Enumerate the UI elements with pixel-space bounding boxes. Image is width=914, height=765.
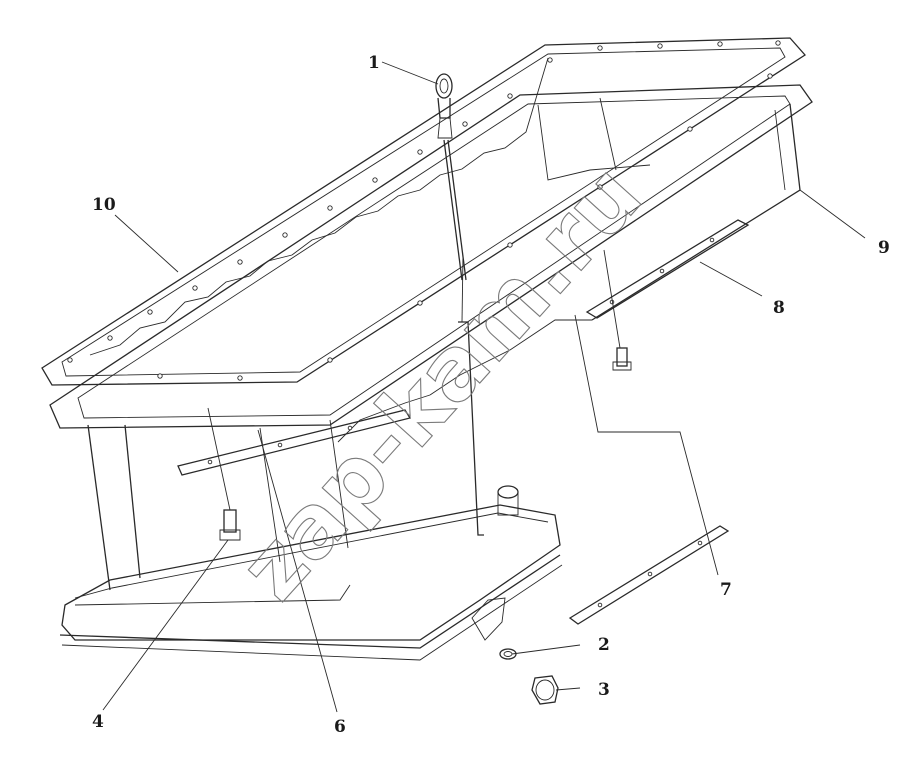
callout-8: 8 [773,298,785,318]
gasket-bolt-holes [67,40,781,381]
gasket-part-10 [41,37,806,386]
bracket-part-8 [585,219,750,319]
bracket-part-6 [177,409,412,476]
callout-4: 4 [92,712,104,732]
callout-7: 7 [720,580,732,600]
callout-9: 9 [878,238,890,258]
callout-6: 6 [334,717,346,737]
bracket-part-7 [568,525,730,625]
callout-1: 1 [368,53,380,73]
drain-plug-part-3 [531,675,559,705]
dipstick-part-1 [435,73,467,281]
bolt-part-4 [207,407,241,541]
callout-2: 2 [598,635,610,655]
callout-10: 10 [92,195,116,215]
oil-pan-part-9 [49,84,813,661]
small-bolt [603,249,632,371]
leader-lines [102,61,866,713]
callout-3: 3 [598,680,610,700]
